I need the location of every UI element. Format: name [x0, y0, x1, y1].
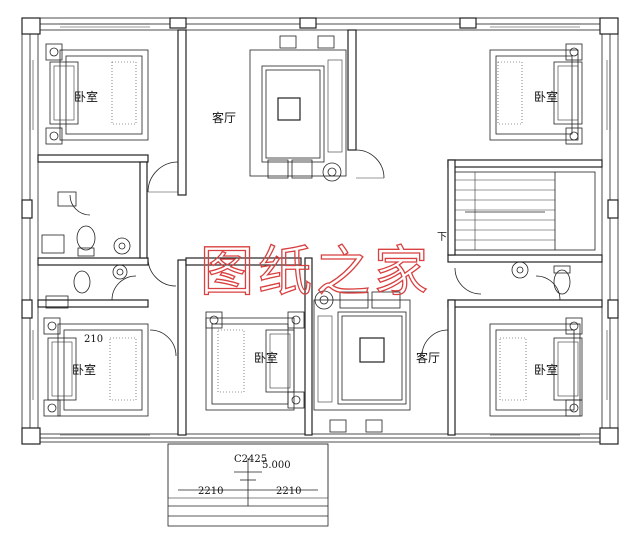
bedroom-top-right-furniture — [489, 43, 583, 145]
bedroom-bottom-right-label: 卧室 — [534, 362, 558, 377]
watermark: 图纸之家 — [200, 240, 432, 303]
bathroom-right-fixtures — [511, 261, 571, 295]
outer-walls — [21, 17, 619, 445]
bedroom-top-right-label: 卧室 — [534, 89, 558, 104]
bedroom-top-left-label: 卧室 — [74, 89, 98, 104]
living-bottom-furniture — [313, 290, 411, 433]
living-bottom-label: 客厅 — [416, 350, 440, 365]
bedroom-bottom-mid-label: 卧室 — [254, 350, 278, 365]
windows — [29, 23, 611, 439]
bedroom-bottom-mid-furniture — [205, 311, 305, 411]
doors — [69, 149, 561, 357]
bedroom-bottom-right-furniture — [489, 317, 583, 417]
window-tag: C2425 — [234, 454, 267, 465]
small-dimension-tag: 210 — [84, 334, 103, 345]
staircase — [454, 171, 596, 251]
dimension-right: 2210 — [276, 486, 301, 497]
living-top-furniture — [249, 35, 347, 182]
stairs-down-label: 下 — [437, 232, 447, 243]
dimension-left: 2210 — [198, 486, 223, 497]
bedroom-top-left-furniture — [45, 43, 149, 145]
elevation-mark: 5.000 — [262, 460, 291, 471]
bathroom-left-fixtures — [41, 191, 131, 309]
interior-walls — [37, 29, 603, 436]
bedroom-bottom-left-furniture — [43, 317, 149, 417]
bedroom-bottom-left-label: 卧室 — [72, 362, 96, 377]
living-top-label: 客厅 — [212, 110, 236, 125]
balcony — [167, 443, 329, 527]
